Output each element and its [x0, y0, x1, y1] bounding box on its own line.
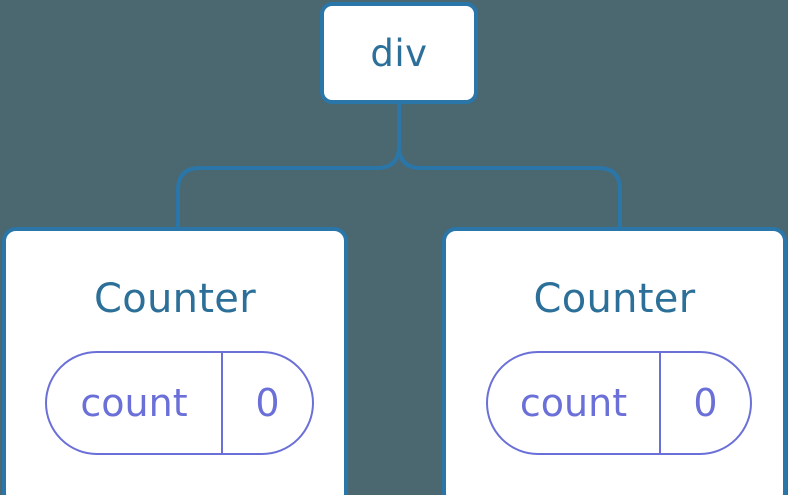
state-key-label: count — [47, 353, 223, 453]
state-pill-right[interactable]: count 0 — [486, 351, 752, 455]
node-counter-right[interactable]: Counter count 0 — [442, 227, 787, 495]
node-counter-right-label: Counter — [533, 276, 696, 322]
node-counter-left[interactable]: Counter count 0 — [2, 227, 348, 495]
state-key-label: count — [488, 353, 661, 453]
node-div[interactable]: div — [320, 2, 478, 104]
node-div-label: div — [370, 31, 428, 75]
state-value-label: 0 — [693, 381, 718, 425]
node-counter-left-label: Counter — [94, 276, 256, 322]
state-pill-left[interactable]: count 0 — [45, 351, 314, 455]
state-value-label: 0 — [255, 381, 280, 425]
